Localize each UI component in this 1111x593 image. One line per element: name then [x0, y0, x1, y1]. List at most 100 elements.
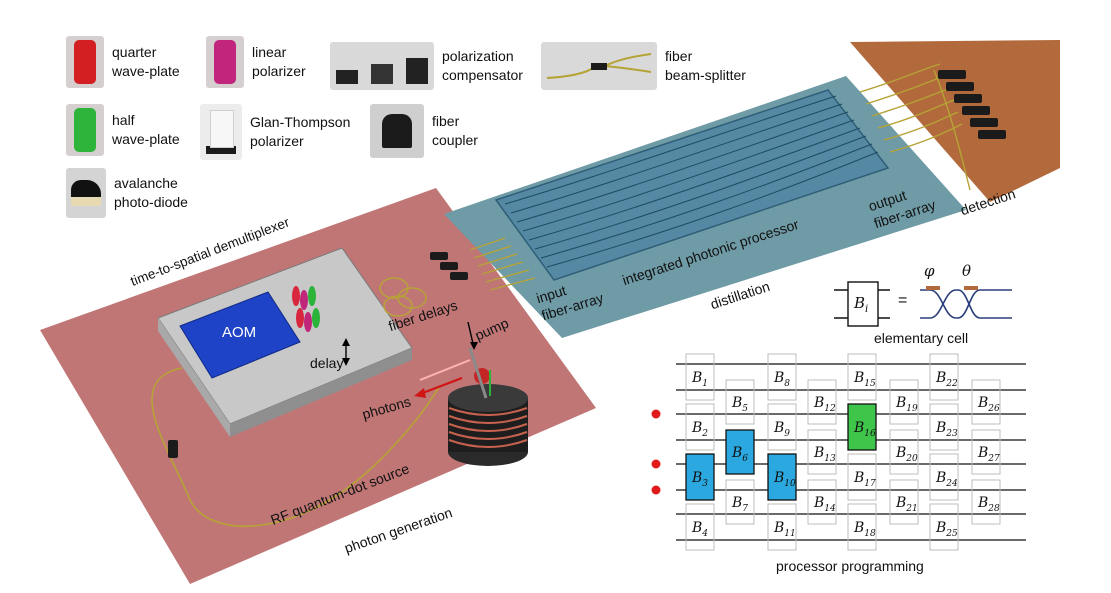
- legend-fiber-coupler: fiber coupler: [370, 104, 478, 158]
- cell-phi: φ: [924, 262, 935, 280]
- cell-box-B20: [889, 429, 919, 475]
- cell-label-B26: B26: [977, 395, 1000, 414]
- detection-plate: [850, 40, 1060, 202]
- cell-box-B25: [929, 503, 959, 551]
- cell-label-B18: B18: [853, 520, 876, 539]
- cell-label-B28: B28: [977, 495, 1000, 514]
- photons-arrowhead: [414, 388, 426, 398]
- cell-label-B27: B27: [977, 445, 1000, 464]
- quarter-wave-plate-icon: [66, 36, 104, 88]
- cell-label-B1: B1: [691, 370, 708, 389]
- cell-label-B13: B13: [813, 445, 836, 464]
- elementary-cell: Bi = φ θ elementary cell: [834, 262, 1014, 348]
- cell-box-B23: [929, 403, 959, 451]
- processor-grid: B1B2B3B4B5B6B7B8B9B10B11B12B13B14B15B16B…: [651, 353, 1026, 551]
- cell-label-B11: B11: [773, 520, 796, 539]
- cell-label-B6: B6: [731, 445, 748, 464]
- legend-fiber-beam-splitter: fiber beam-splitter: [541, 42, 746, 90]
- legend-polarization-compensator: polarization compensator: [330, 42, 523, 90]
- cell-label-B23: B23: [935, 420, 958, 439]
- legend-half-wave-plate: half wave-plate: [66, 104, 180, 156]
- cell-box-B27: [971, 429, 1001, 475]
- input-photon-dot-5: [651, 459, 661, 469]
- cell-box-B17: [847, 453, 877, 501]
- chip-waveguides: [504, 95, 879, 268]
- photonic-chip: [494, 89, 890, 281]
- cell-box-B19: [889, 379, 919, 425]
- label-delay: delay: [310, 355, 344, 371]
- legend-avalanche-photodiode: avalanche photo-diode: [66, 168, 188, 218]
- delay-arrowhead-up: [342, 338, 350, 346]
- legend-half-wave-plate-label: half wave-plate: [112, 112, 180, 147]
- cell-label-B15: B15: [853, 370, 876, 389]
- cell-box-B2: [685, 403, 715, 451]
- input-photon-dot-6: [651, 485, 661, 495]
- legend-linear-polarizer-label: linear polarizer: [252, 44, 306, 79]
- legend-fiber-coupler-label: fiber coupler: [432, 113, 478, 148]
- polarization-compensator-icon: [330, 42, 434, 90]
- fiber-delay-loops: [379, 277, 427, 317]
- cell-box-B6: [725, 429, 755, 475]
- cell-label-B2: B2: [691, 420, 708, 439]
- fiber-beam-splitter-icon: [541, 42, 657, 90]
- cell-label-B19: B19: [895, 395, 918, 414]
- cell-box-B5: [725, 379, 755, 425]
- cell-label-B8: B8: [773, 370, 790, 389]
- delay-arrowhead-down: [342, 358, 350, 366]
- cell-label-B5: B5: [731, 395, 748, 414]
- label-aom: AOM: [222, 324, 257, 341]
- cell-box-B24: [929, 453, 959, 501]
- cell-label-B14: B14: [813, 495, 836, 514]
- input-fibers: [469, 237, 536, 291]
- fiber-connector: [168, 440, 178, 458]
- legend-quarter-wave-plate-label: quarter wave-plate: [112, 44, 180, 79]
- linear-polarizer-icon: [206, 36, 244, 88]
- cell-label-B21: B21: [895, 495, 918, 514]
- cell-box-B12: [807, 379, 837, 425]
- aom-block: [179, 291, 301, 379]
- cell-box-B16: [847, 403, 877, 451]
- legend-fiber-beam-splitter-label: fiber beam-splitter: [665, 48, 746, 83]
- cell-caption: elementary cell: [874, 330, 969, 346]
- output-fibers: [859, 63, 971, 191]
- pump-arrowhead: [470, 342, 478, 350]
- cell-box-B28: [971, 479, 1001, 525]
- cell-label-B3: B3: [691, 470, 708, 489]
- cell-box-B8: [767, 353, 797, 401]
- legend-glan-thompson: Glan-Thompson polarizer: [200, 104, 350, 160]
- cell-box-B10: [767, 453, 797, 501]
- cell-box-B13: [807, 429, 837, 475]
- legend-quarter-wave-plate: quarter wave-plate: [66, 36, 180, 88]
- cell-box-B9: [767, 403, 797, 451]
- cell-label-B4: B4: [691, 520, 708, 539]
- cell-box-B11: [767, 503, 797, 551]
- cell-label-B24: B24: [935, 470, 958, 489]
- cell-label-B9: B9: [773, 420, 790, 439]
- fiber-coupler-icon: [370, 104, 424, 158]
- half-wave-plate-icon: [66, 104, 104, 156]
- detectors: [938, 70, 1006, 139]
- demux-box-front: [158, 318, 230, 437]
- cell-label-B17: B17: [853, 470, 876, 489]
- cell-label-B22: B22: [935, 370, 958, 389]
- cell-box-B14: [807, 479, 837, 525]
- demux-box-side: [230, 348, 412, 437]
- legend-glan-thompson-label: Glan-Thompson polarizer: [250, 114, 351, 149]
- source-fiber: [151, 367, 441, 527]
- cell-label-B7: B7: [731, 495, 748, 514]
- input-photon-dot-3: [651, 409, 661, 419]
- cell-box-B21: [889, 479, 919, 525]
- cell-theta: θ: [962, 262, 972, 280]
- avalanche-photodiode-icon: [66, 168, 106, 218]
- wave-plates: [292, 286, 320, 332]
- legend-polarization-compensator-label: polarization compensator: [442, 48, 523, 83]
- fiber-couplers: [430, 252, 468, 280]
- cell-box-B7: [725, 479, 755, 525]
- grid-caption: processor programming: [776, 558, 924, 574]
- legend-linear-polarizer: linear polarizer: [206, 36, 306, 88]
- cell-box-B3: [685, 453, 715, 501]
- cell-box-B4: [685, 503, 715, 551]
- cryostat: [448, 347, 528, 466]
